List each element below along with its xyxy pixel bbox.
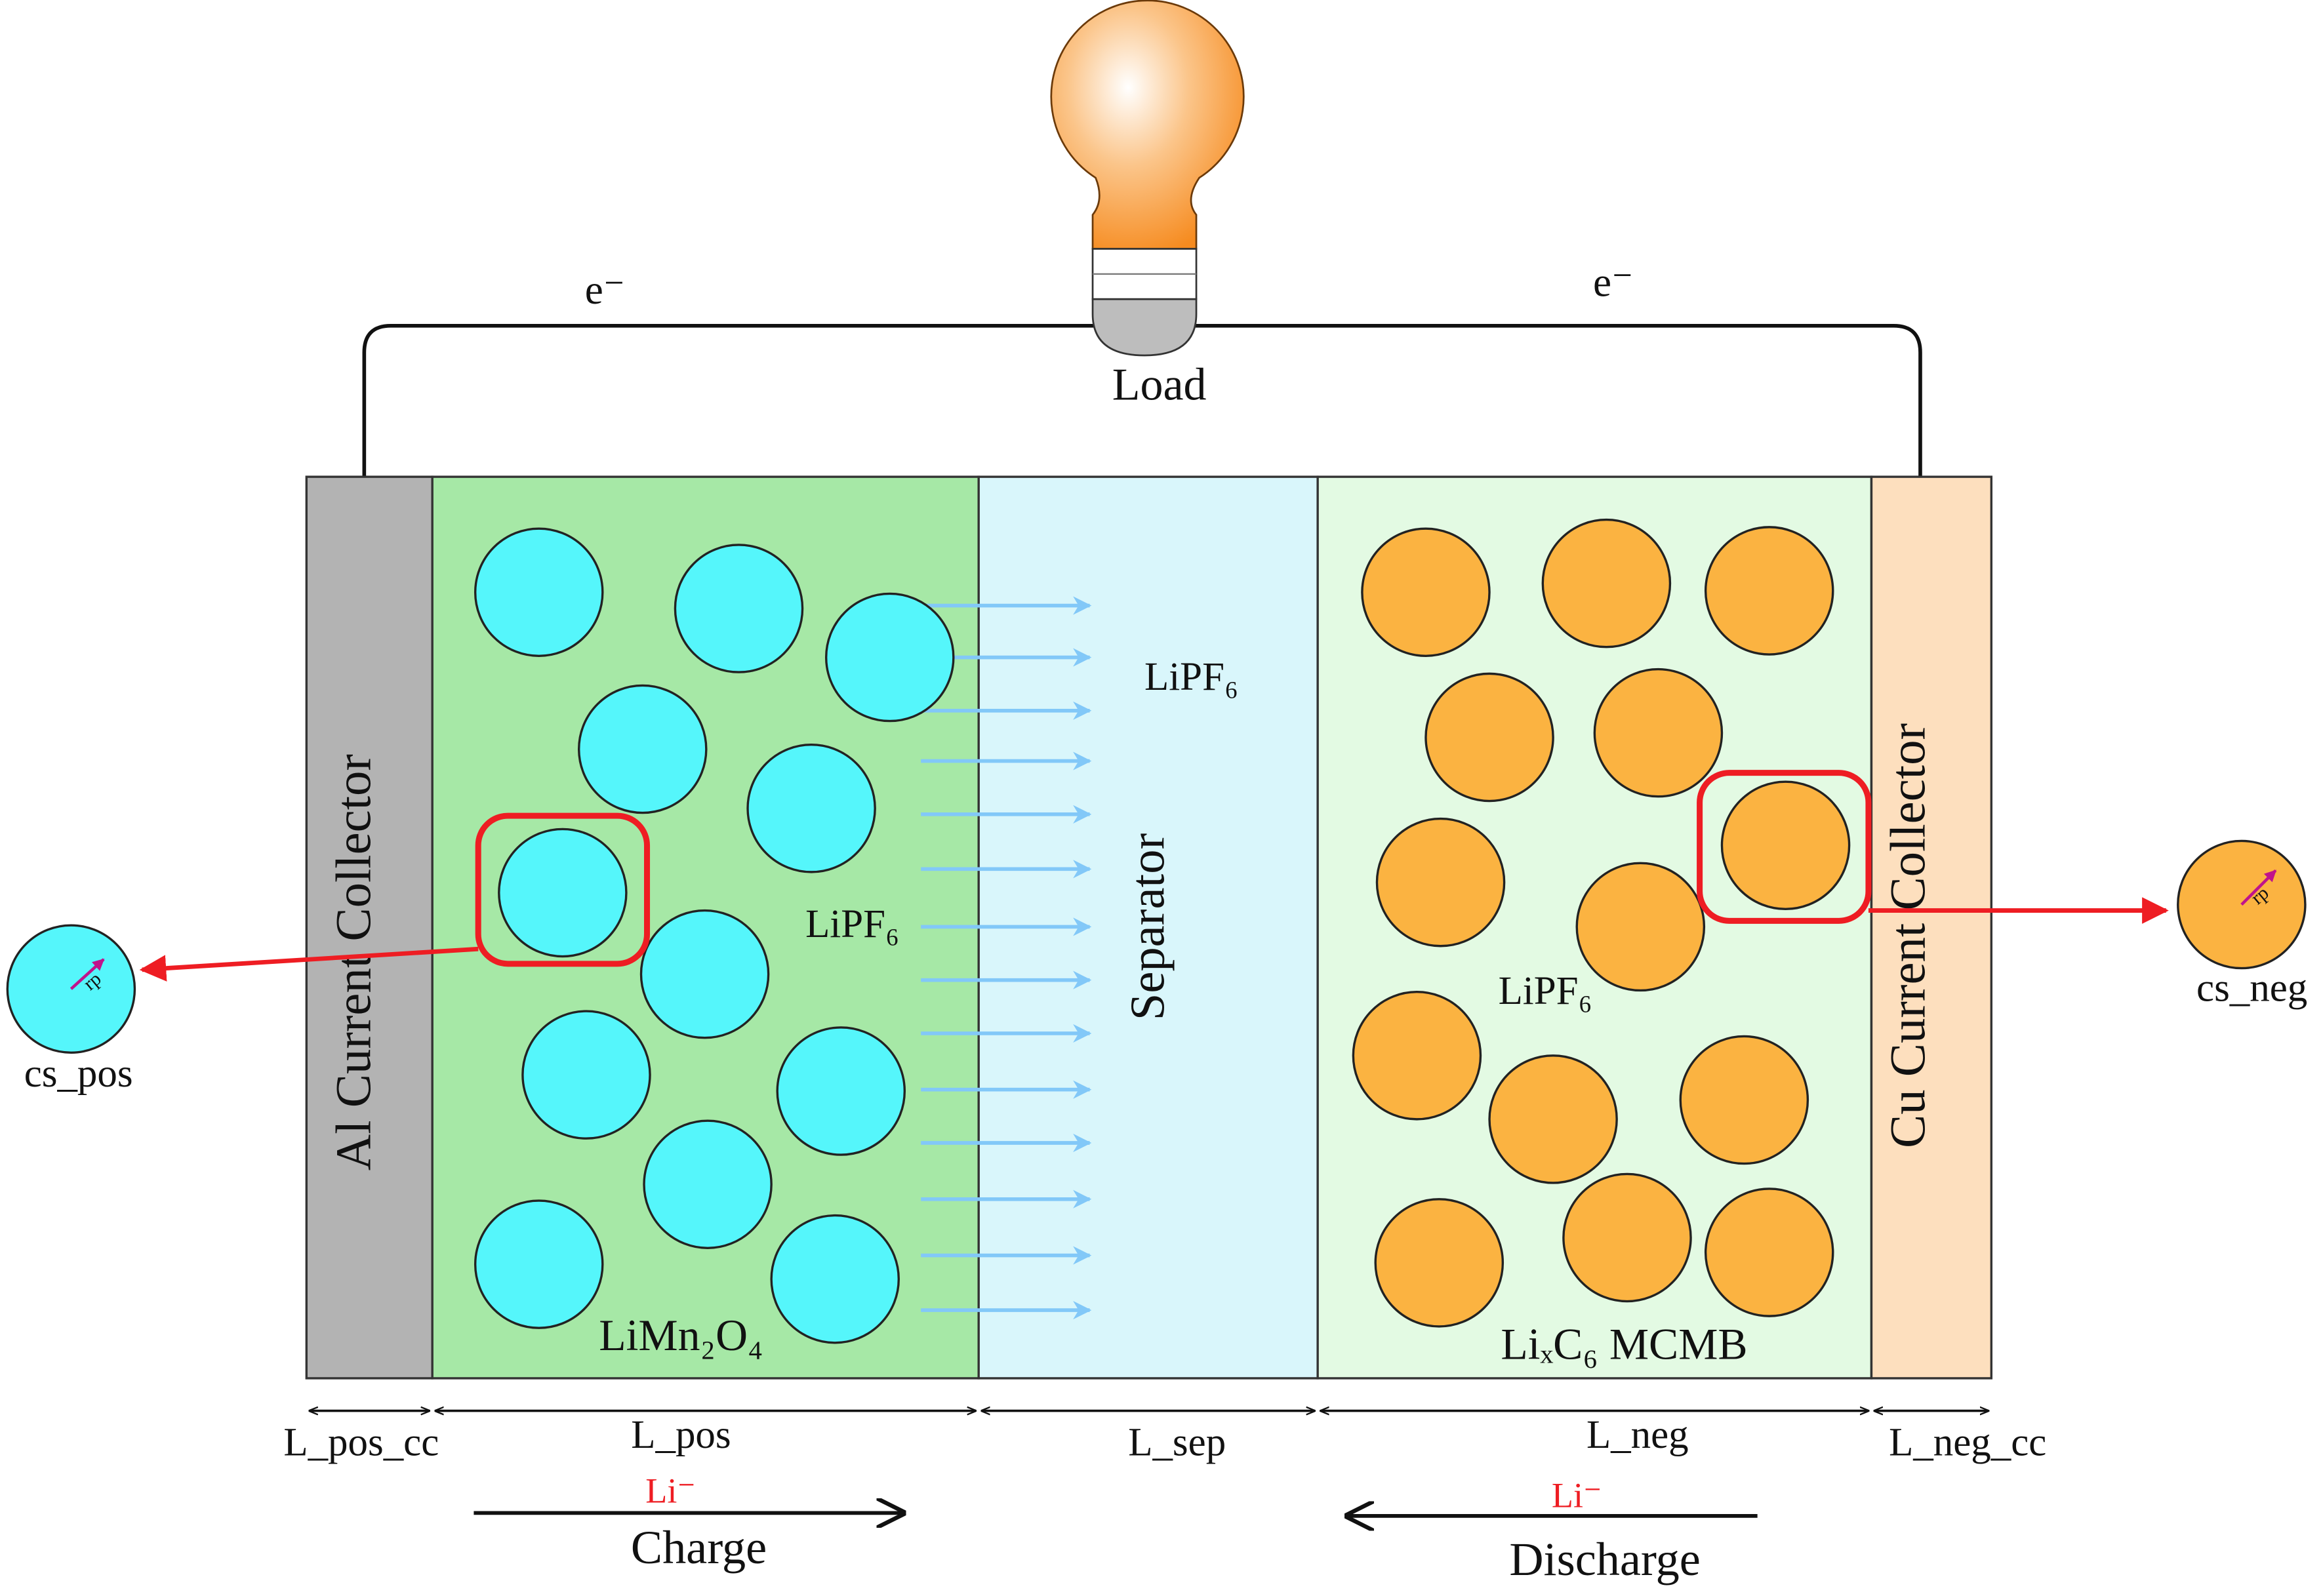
negative-particle-label: cs_neg [2196,966,2307,1010]
negative-particle-highlight [1697,770,1872,924]
negative-particle [1488,1054,1618,1184]
negative-electrolyte-label: LiPF₆ [1499,969,1592,1013]
positive-extract-arrow [139,946,479,982]
load-label: Load [1112,360,1207,410]
positive-particle [776,1026,906,1156]
negative-single-particle [2177,839,2307,970]
negative-particle [1375,817,1506,948]
negative-particle [1575,862,1706,992]
ion-flow-arrows [921,596,1092,1320]
cu-current-collector [1870,475,1993,1380]
charge-label: Charge [631,1521,767,1574]
discharge-ion-label: Li⁻ [1552,1475,1602,1515]
negative-particle [1562,1172,1692,1303]
dimension-l-neg-cc: L_neg_cc [1889,1420,2046,1464]
negative-material-label: LiₓC₆ MCMB [1501,1320,1747,1369]
electron-label-left: e⁻ [585,267,625,313]
al-current-collector [305,475,434,1380]
positive-particle [824,592,955,723]
negative-particle [1352,991,1482,1121]
positive-material-label: LiMn₂O₄ [599,1311,763,1360]
negative-particle [1424,672,1554,803]
negative-particle [1374,1198,1505,1328]
positive-particle [639,909,770,1039]
positive-particle [474,527,604,657]
negative-particle [1593,668,1724,798]
negative-particle [1361,527,1491,657]
separator-label: Separator [1121,833,1175,1021]
positive-electrolyte-label: LiPF₆ [805,902,899,946]
negative-particle [1704,526,1834,656]
separator-electrolyte-label: LiPF₆ [1144,655,1238,699]
negative-particle [1541,518,1672,648]
positive-single-particle [6,924,136,1054]
positive-particle [674,544,804,673]
dimension-l-pos: L_pos [631,1413,731,1457]
positive-particle-label: cs_pos [24,1052,133,1096]
positive-particle [521,1010,651,1140]
negative-particle [1704,1187,1834,1317]
charge-ion-label: Li⁻ [645,1471,696,1511]
positive-particle [746,744,876,873]
positive-particle-highlight [475,812,651,967]
electron-label-right: e⁻ [1593,260,1633,306]
positive-particle [474,1199,604,1329]
positive-particle [770,1214,900,1344]
negative-particles [1352,518,1851,1328]
cu-collector-label: Cu Current Collector [1880,723,1936,1148]
positive-particle [577,684,708,814]
dimension-l-sep: L_sep [1128,1420,1226,1464]
dimension-l-pos-cc: L_pos_cc [283,1420,439,1464]
negative-particle [1679,1035,1809,1165]
positive-particle [498,828,628,958]
dimension-l-neg: L_neg [1586,1413,1689,1457]
positive-particle [643,1119,773,1249]
positive-particles [474,527,955,1344]
negative-particle [1720,780,1851,911]
discharge-label: Discharge [1509,1533,1700,1586]
lightbulb-icon [1050,0,1245,357]
al-collector-label: Al Current Collector [325,754,381,1170]
